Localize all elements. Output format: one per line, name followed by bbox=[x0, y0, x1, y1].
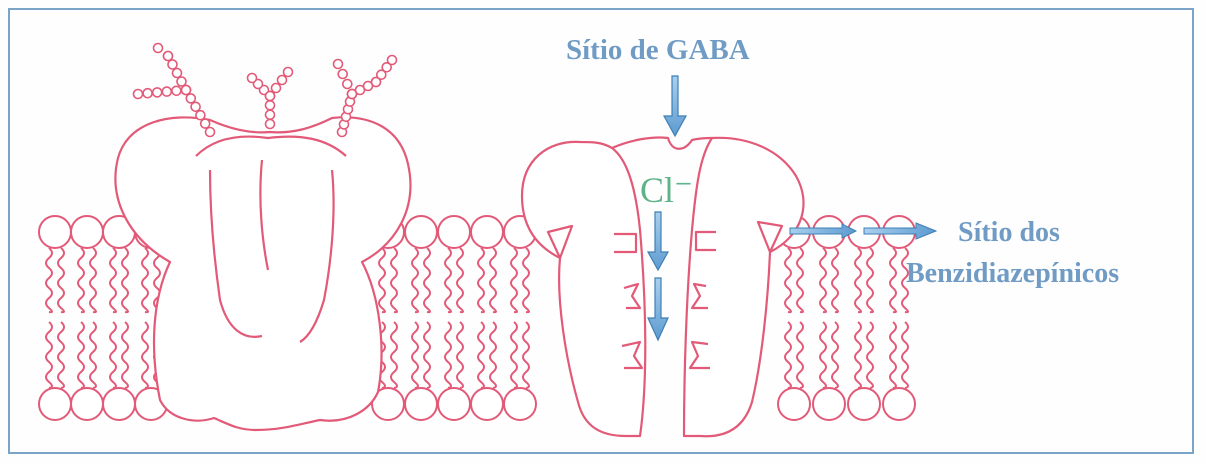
lipid-tail bbox=[122, 322, 128, 388]
lipid-head bbox=[778, 388, 810, 420]
lipid-tail bbox=[797, 248, 803, 312]
sugar-bead bbox=[153, 88, 162, 97]
lipid-tail bbox=[78, 322, 84, 388]
lipid-tail bbox=[890, 322, 896, 388]
lipid-head bbox=[883, 388, 915, 420]
sugar-bead bbox=[343, 80, 352, 89]
sugar-bead bbox=[172, 86, 181, 95]
lipid-tail bbox=[391, 322, 397, 388]
lipid-tail bbox=[58, 248, 64, 312]
lipid-head bbox=[71, 388, 103, 420]
chloride-ion-label: Cl⁻ bbox=[640, 169, 693, 211]
sugar-bead bbox=[186, 94, 195, 103]
sugar-bead bbox=[143, 89, 152, 98]
lipid-tail bbox=[46, 322, 52, 388]
lipid-tail bbox=[412, 322, 418, 388]
lipid-tail bbox=[902, 322, 908, 388]
gaba-site-arrow bbox=[664, 76, 686, 136]
benzodiazepine-site-label: Sítio dos bbox=[958, 217, 1060, 249]
sugar-bead bbox=[266, 101, 275, 110]
lipid-tail bbox=[46, 248, 52, 312]
lipid-tail bbox=[457, 248, 463, 312]
lipid-tail bbox=[820, 322, 826, 388]
lipid-tail bbox=[490, 322, 496, 388]
lipid-tail bbox=[785, 248, 791, 312]
lipid-tail bbox=[867, 322, 873, 388]
sugar-bead bbox=[182, 86, 191, 95]
sugar-bead bbox=[177, 77, 186, 86]
lipid-tail bbox=[867, 248, 873, 312]
lipid-tail bbox=[785, 322, 791, 388]
sugar-bead bbox=[168, 60, 177, 69]
lipid-tail bbox=[78, 248, 84, 312]
sugar-bead bbox=[173, 69, 182, 78]
sugar-bead bbox=[334, 60, 343, 69]
sugar-bead bbox=[284, 68, 293, 77]
lipid-tail bbox=[511, 248, 517, 312]
lipid-tail bbox=[142, 322, 148, 388]
sugar-bead bbox=[388, 56, 397, 65]
sugar-bead bbox=[266, 110, 275, 119]
lipid-tail bbox=[424, 248, 430, 312]
lipid-tail bbox=[412, 248, 418, 312]
lipid-head bbox=[813, 388, 845, 420]
lipid-tail bbox=[511, 322, 517, 388]
chloride-flow-arrow bbox=[648, 212, 668, 340]
lipid-head bbox=[405, 388, 437, 420]
lipid-tail bbox=[797, 322, 803, 388]
lipid-tail bbox=[58, 322, 64, 388]
sugar-bead bbox=[164, 52, 173, 61]
lipid-tail bbox=[142, 248, 148, 312]
sugar-bead bbox=[191, 102, 200, 111]
lipid-tail bbox=[855, 322, 861, 388]
sugar-bead bbox=[134, 90, 143, 99]
lipid-head bbox=[103, 388, 135, 420]
sugar-bead bbox=[338, 70, 347, 79]
lipid-head bbox=[438, 388, 470, 420]
lipid-tail bbox=[122, 248, 128, 312]
lipid-head bbox=[848, 388, 880, 420]
lipid-tail bbox=[523, 248, 529, 312]
lipid-tail bbox=[391, 248, 397, 312]
lipid-tail bbox=[890, 248, 896, 312]
lipid-tail bbox=[457, 322, 463, 388]
lipid-tail bbox=[832, 248, 838, 312]
lipid-tail bbox=[90, 322, 96, 388]
sugar-bead bbox=[154, 44, 163, 53]
lipid-tail bbox=[855, 248, 861, 312]
sugar-bead bbox=[206, 128, 215, 137]
lipid-tail bbox=[90, 248, 96, 312]
sugar-bead bbox=[266, 92, 275, 101]
sugar-bead bbox=[196, 111, 205, 120]
lipid-head bbox=[438, 216, 470, 248]
lipid-tail bbox=[445, 248, 451, 312]
lipid-tail bbox=[110, 322, 116, 388]
gaba-site-label: Sítio de GABA bbox=[566, 34, 750, 67]
lipid-tail bbox=[478, 248, 484, 312]
lipid-head bbox=[39, 216, 71, 248]
lipid-head bbox=[405, 216, 437, 248]
lipid-head bbox=[39, 388, 71, 420]
sugar-bead bbox=[272, 84, 281, 93]
lipid-head bbox=[504, 388, 536, 420]
lipid-tail bbox=[523, 322, 529, 388]
lipid-head bbox=[71, 216, 103, 248]
lipid-tail bbox=[490, 248, 496, 312]
lipid-head bbox=[471, 216, 503, 248]
lipid-tail bbox=[820, 248, 826, 312]
lipid-tail bbox=[478, 322, 484, 388]
sugar-bead bbox=[278, 76, 287, 85]
sugar-bead bbox=[266, 120, 275, 129]
lipid-head bbox=[471, 388, 503, 420]
lipid-tail bbox=[832, 322, 838, 388]
lipid-tail bbox=[424, 322, 430, 388]
sugar-bead bbox=[162, 87, 171, 96]
benzodiazepine-site-label-line2: Benzidiazepínicos bbox=[906, 258, 1119, 290]
lipid-tail bbox=[110, 248, 116, 312]
sugar-bead bbox=[248, 74, 257, 83]
lipid-tail bbox=[379, 248, 385, 312]
lipid-tail bbox=[445, 322, 451, 388]
sugar-bead bbox=[201, 119, 210, 128]
